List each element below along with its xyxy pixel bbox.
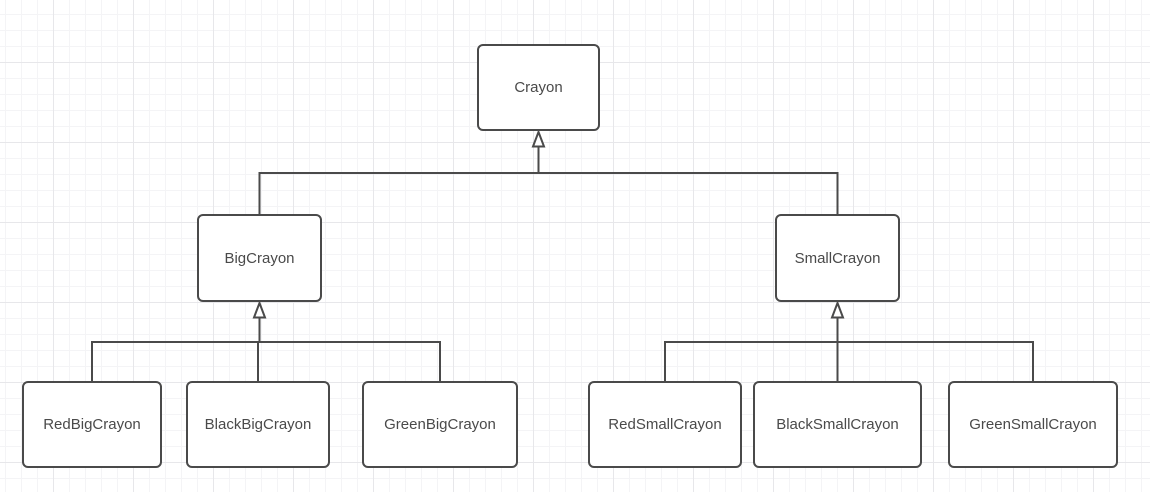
connector-line[interactable] <box>258 172 839 214</box>
inheritance-arrowhead-icon <box>531 129 546 148</box>
inheritance-arrowhead-icon <box>252 300 267 319</box>
node-greenbigcrayon[interactable]: GreenBigCrayon <box>362 381 518 468</box>
node-crayon[interactable]: Crayon <box>477 44 600 131</box>
node-smallcrayon[interactable]: SmallCrayon <box>775 214 900 302</box>
node-bigcrayon[interactable]: BigCrayon <box>197 214 322 302</box>
node-redsmallcrayon[interactable]: RedSmallCrayon <box>588 381 742 468</box>
inheritance-arrowhead-icon <box>830 300 845 319</box>
connector-line[interactable] <box>664 341 1034 381</box>
edge-children-to-smallcrayon[interactable] <box>664 300 1034 381</box>
node-blackbigcrayon[interactable]: BlackBigCrayon <box>186 381 330 468</box>
node-greensmallcrayon[interactable]: GreenSmallCrayon <box>948 381 1118 468</box>
node-blacksmallcrayon[interactable]: BlackSmallCrayon <box>753 381 922 468</box>
edge-children-to-bigcrayon[interactable] <box>91 300 441 381</box>
edge-bigcrayon-smallcrayon-to-crayon[interactable] <box>258 129 839 214</box>
node-redbigcrayon[interactable]: RedBigCrayon <box>22 381 162 468</box>
connector-line[interactable] <box>91 341 441 381</box>
